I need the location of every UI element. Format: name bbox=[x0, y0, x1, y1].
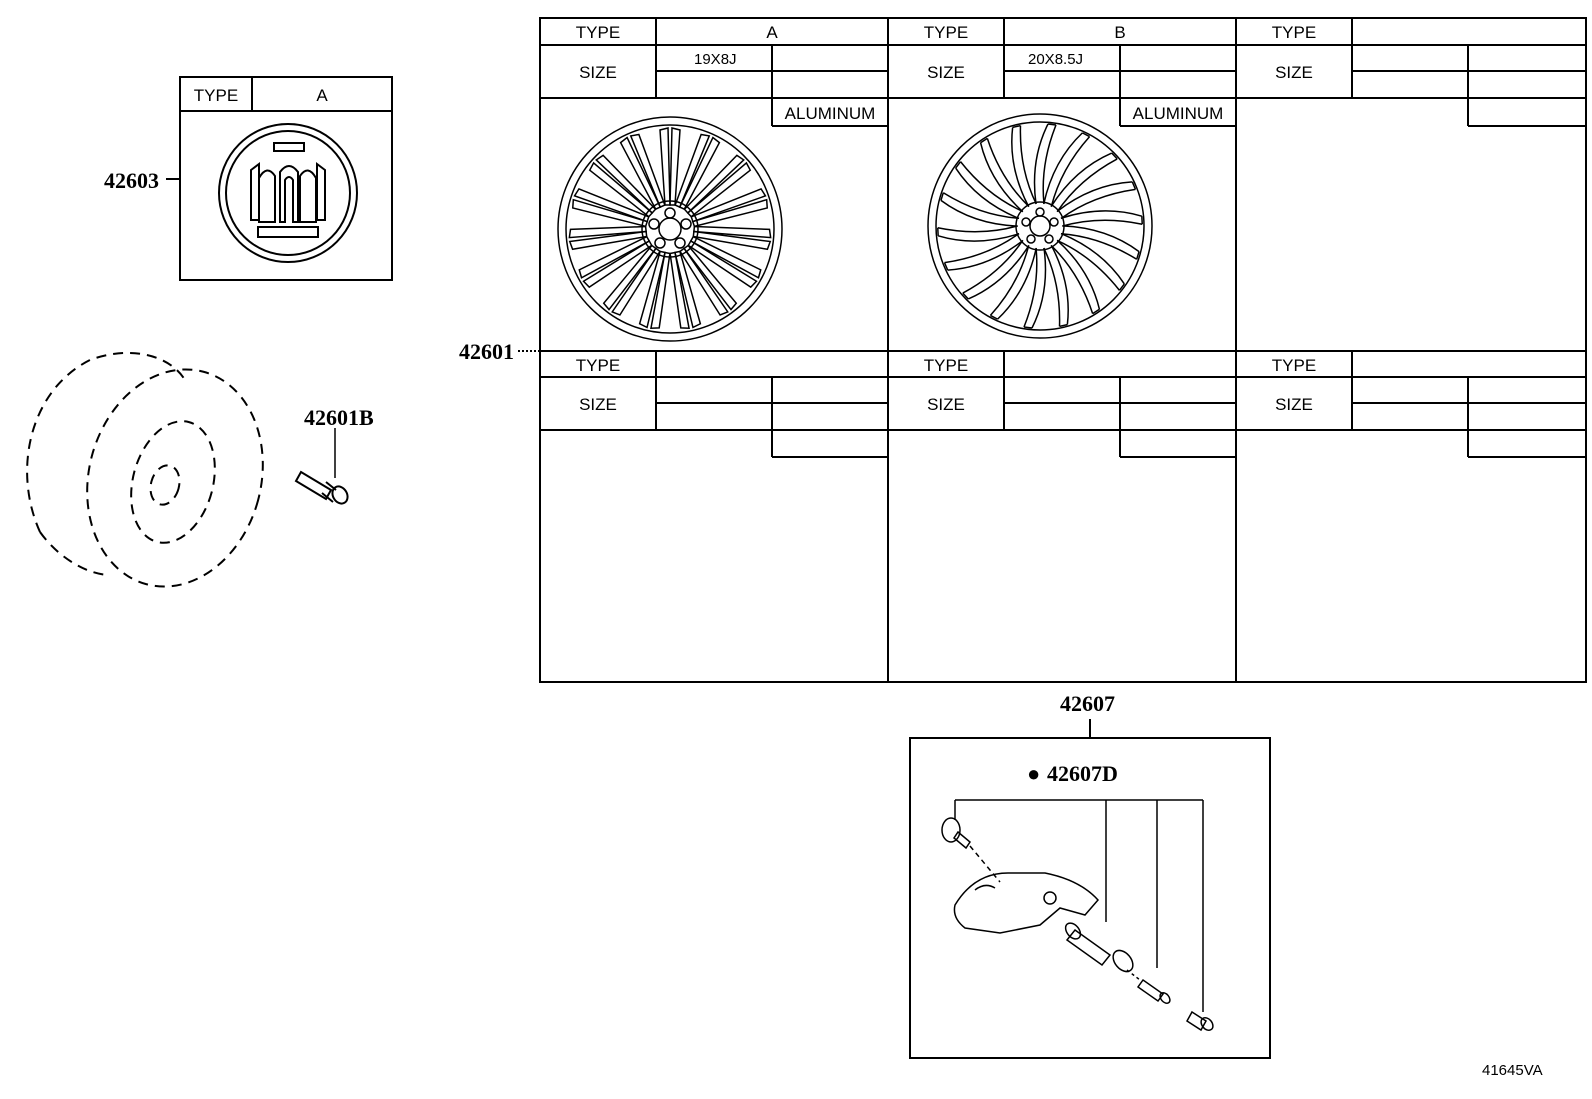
crown-emblem-icon bbox=[218, 123, 358, 263]
cell-size-label: SIZE bbox=[579, 63, 617, 82]
cell-type-value: B bbox=[1114, 23, 1125, 42]
cell-size-value: 19X8J bbox=[694, 51, 737, 68]
callout-tpms-sub: 42607D bbox=[1047, 761, 1118, 786]
callout-stud: 42601B bbox=[304, 405, 374, 430]
cap-table-text: TYPE A bbox=[194, 86, 329, 105]
cell-material: ALUMINUM bbox=[785, 104, 876, 123]
wheel-type-b-icon bbox=[927, 113, 1153, 339]
cell-size-label: SIZE bbox=[579, 395, 617, 414]
tpms-screw-icon bbox=[941, 817, 1001, 883]
cell-material: ALUMINUM bbox=[1133, 104, 1224, 123]
diagram-id: 41645VA bbox=[1482, 1062, 1543, 1079]
wheel-table bbox=[539, 17, 1587, 683]
wheel-table-text: TYPE A SIZE 19X8J ALUMINUM TYPE B SIZE 2… bbox=[576, 23, 1316, 414]
cell-size-label: SIZE bbox=[1275, 63, 1313, 82]
callout-tpms-marker: ● bbox=[1027, 761, 1040, 786]
cell-size-label: SIZE bbox=[1275, 395, 1313, 414]
tpms-valve-cap-icon bbox=[1186, 1010, 1214, 1032]
wheel-outline-icon bbox=[26, 352, 264, 588]
cell-type-label: TYPE bbox=[924, 356, 968, 375]
tpms-box bbox=[909, 719, 1271, 1059]
callout-wheel: 42601 bbox=[459, 339, 514, 364]
cell-size-label: SIZE bbox=[927, 63, 965, 82]
callout-cap: 42603 bbox=[104, 168, 159, 193]
callout-tpms: 42607 bbox=[1060, 691, 1115, 716]
cell-type-label: TYPE bbox=[1272, 23, 1316, 42]
cell-type-label: TYPE bbox=[576, 23, 620, 42]
cell-type-label: TYPE bbox=[1272, 356, 1316, 375]
cell-size-value: 20X8.5J bbox=[1028, 51, 1083, 68]
tpms-leaders bbox=[954, 799, 1204, 1012]
tpms-valve-core-icon bbox=[1126, 969, 1171, 1005]
tpms-valve-stem-icon bbox=[1064, 922, 1134, 973]
cell-type-label: TYPE bbox=[576, 356, 620, 375]
wheel-type-a-icon bbox=[557, 116, 783, 342]
cell-type-label: TYPE bbox=[924, 23, 968, 42]
hub-bolt-icon bbox=[294, 428, 349, 505]
cap-type-value: A bbox=[316, 86, 328, 105]
cap-type-label: TYPE bbox=[194, 86, 238, 105]
cell-type-value: A bbox=[766, 23, 778, 42]
tpms-sensor-icon bbox=[953, 872, 1100, 934]
cell-size-label: SIZE bbox=[927, 395, 965, 414]
